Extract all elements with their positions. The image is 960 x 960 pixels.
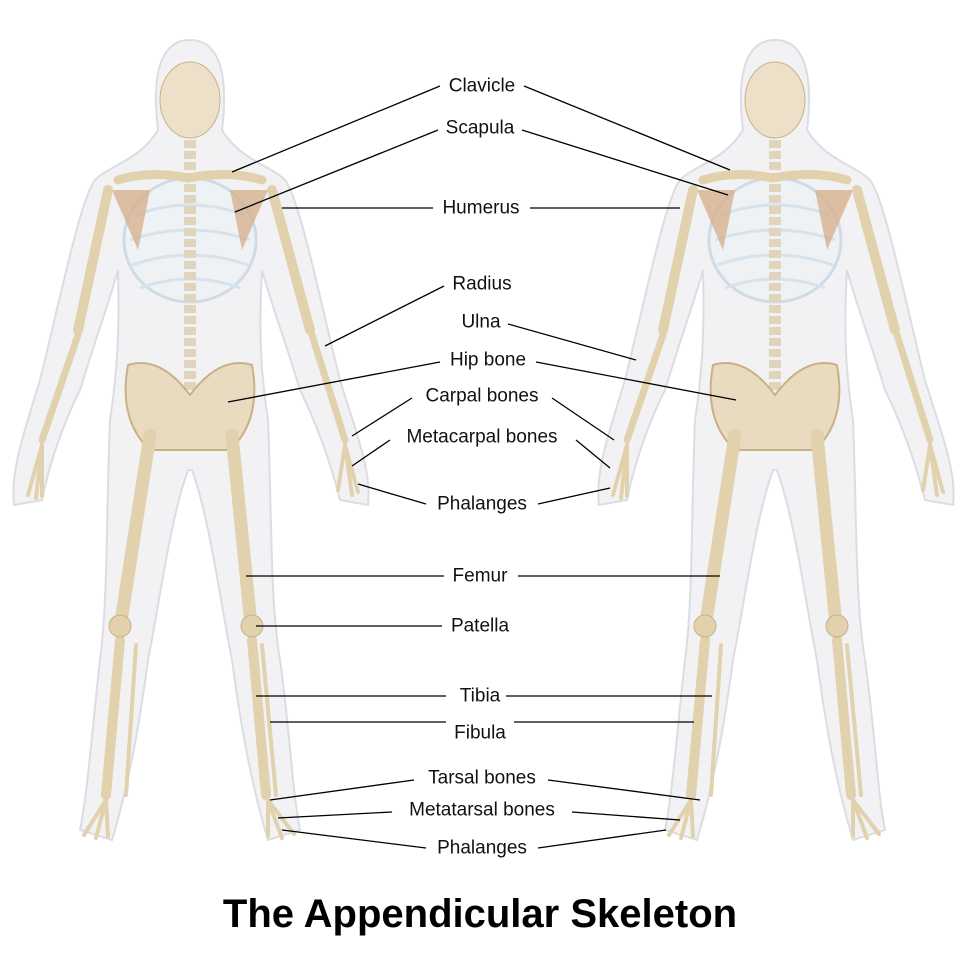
leader-line [571,811,681,821]
skeleton-front [13,40,368,840]
label-humerus: Humerus [442,197,520,219]
leader-line [351,397,413,437]
label-hip-bone: Hip bone [449,349,527,371]
leader-line [547,779,701,801]
label-tarsal-bones: Tarsal bones [428,767,536,789]
label-ulna: Ulna [461,311,501,333]
label-radius: Radius [452,273,512,295]
label-clavicle: Clavicle [448,75,516,97]
leader-line [523,85,731,171]
label-phalanges: Phalanges [437,837,527,859]
label-metatarsal-bones: Metatarsal bones [409,799,555,821]
label-carpal-bones: Carpal bones [425,385,539,407]
leader-line [537,829,667,849]
leader-line [234,129,439,213]
label-tibia: Tibia [459,685,501,707]
label-femur: Femur [452,565,508,587]
label-patella: Patella [450,615,510,637]
label-fibula: Fibula [454,722,506,744]
skeleton-back [598,40,953,840]
leader-line [351,439,391,467]
leader-lines [227,85,737,849]
leader-line [357,483,427,505]
leader-line [277,811,393,819]
leader-line [521,129,729,196]
leader-line [231,85,441,173]
leader-line [507,323,637,361]
label-metacarpal-bones: Metacarpal bones [406,426,558,448]
leader-line [281,829,427,849]
label-scapula: Scapula [445,117,515,139]
diagram-title: The Appendicular Skeleton [222,892,738,936]
leader-line [269,779,415,801]
leader-line [551,397,615,441]
leader-line [575,439,611,469]
leader-line [537,487,611,505]
label-phalanges: Phalanges [437,493,527,515]
leader-line [535,361,737,401]
leader-line [227,361,441,403]
leader-line [324,285,445,347]
